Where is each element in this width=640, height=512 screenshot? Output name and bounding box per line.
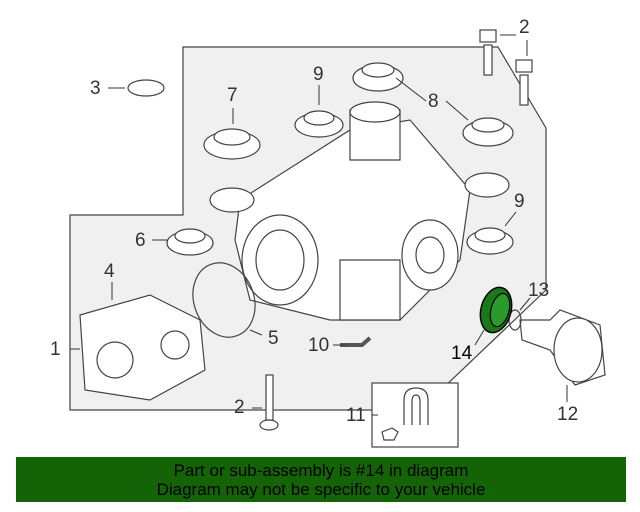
- callout-10[interactable]: 10: [308, 335, 330, 356]
- callout-4[interactable]: 4: [104, 261, 115, 282]
- info-banner: Part or sub-assembly is #14 in diagram D…: [16, 457, 626, 502]
- flange-12: [519, 309, 606, 386]
- mount-8-top: [352, 62, 404, 92]
- callout-3[interactable]: 3: [90, 78, 101, 99]
- seal-14-highlighted: [479, 286, 513, 334]
- callout-7[interactable]: 7: [227, 85, 238, 106]
- bolt-2-top: [479, 29, 533, 106]
- callout-11[interactable]: 11: [346, 405, 366, 426]
- mount-9-top: [294, 110, 344, 138]
- washer-3: [127, 79, 165, 97]
- callout-6[interactable]: 6: [135, 230, 146, 251]
- callout-1[interactable]: 1: [50, 339, 61, 360]
- differential-housing: [209, 101, 510, 321]
- callout-13[interactable]: 13: [528, 280, 550, 301]
- pipe-10: [340, 336, 372, 347]
- cover-1: [79, 294, 206, 401]
- callout-2-bottom[interactable]: 2: [234, 397, 245, 418]
- bolt-2-bottom: [259, 374, 279, 431]
- callout-2-top[interactable]: 2: [519, 17, 530, 38]
- mount-6: [166, 228, 214, 256]
- callout-12[interactable]: 12: [557, 404, 579, 425]
- callout-5[interactable]: 5: [268, 328, 279, 349]
- gasket-5: [192, 262, 256, 338]
- banner-line-1: Part or sub-assembly is #14 in diagram: [173, 461, 469, 480]
- callout-8[interactable]: 8: [428, 91, 439, 112]
- banner-line-2: Diagram may not be specific to your vehi…: [156, 480, 486, 499]
- mount-7: [203, 128, 261, 160]
- callout-9-right[interactable]: 9: [514, 191, 525, 212]
- callout-14[interactable]: 14: [451, 343, 473, 364]
- callout-9-top[interactable]: 9: [313, 64, 324, 85]
- mount-8-right: [462, 117, 514, 147]
- mount-9-right: [466, 227, 514, 255]
